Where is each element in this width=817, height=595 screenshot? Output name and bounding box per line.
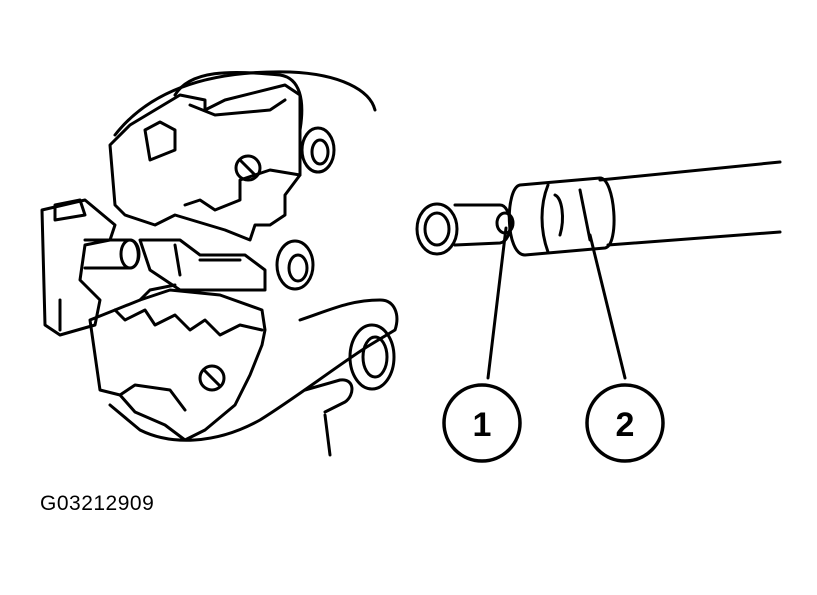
connector-sleeve <box>507 176 616 257</box>
cable <box>598 160 782 247</box>
callout-2-label: 2 <box>616 406 635 444</box>
cable-assembly <box>415 160 782 380</box>
pivot-bolt-lower <box>348 323 396 391</box>
figure-id-label: G03212909 <box>40 492 155 515</box>
lower-jaw-teeth <box>113 283 264 412</box>
tool-body-outline <box>108 70 399 442</box>
lower-jaw <box>88 288 267 442</box>
callout-1-label: 1 <box>473 406 492 444</box>
upper-jaw-screw <box>234 154 262 182</box>
upper-bolt <box>300 126 336 174</box>
connector-sleeve-ridges <box>540 183 592 254</box>
middle-bolt-inner <box>287 253 309 283</box>
middle-die <box>138 238 267 292</box>
lower-jaw-screw <box>198 364 226 392</box>
callout-2: 2 <box>585 383 665 463</box>
callout-2-leader <box>588 233 627 380</box>
pivot-bolt-lower-inner <box>361 335 389 379</box>
left-side-plate <box>40 198 117 337</box>
lower-jaw-screw-slot <box>202 368 222 388</box>
upper-arc <box>173 70 304 132</box>
middle-bolt <box>275 239 315 291</box>
callout-1: 1 <box>442 383 522 463</box>
left-side-plate-detail <box>53 198 87 332</box>
tool-handle <box>303 378 354 457</box>
callout-1-circle <box>442 383 522 463</box>
upper-jaw-screw-slot <box>238 158 258 178</box>
upper-jaw-face <box>143 98 302 212</box>
pin-terminal-tip-inner <box>423 211 451 247</box>
guide-pin-end <box>119 238 141 270</box>
callout-1-leader <box>486 226 508 380</box>
pin-terminal <box>453 203 512 247</box>
upper-jaw <box>108 83 302 242</box>
crimping-tool <box>40 70 399 457</box>
upper-bolt-inner <box>310 138 330 166</box>
callout-2-circle <box>585 383 665 463</box>
pin-terminal-tip <box>415 202 459 256</box>
